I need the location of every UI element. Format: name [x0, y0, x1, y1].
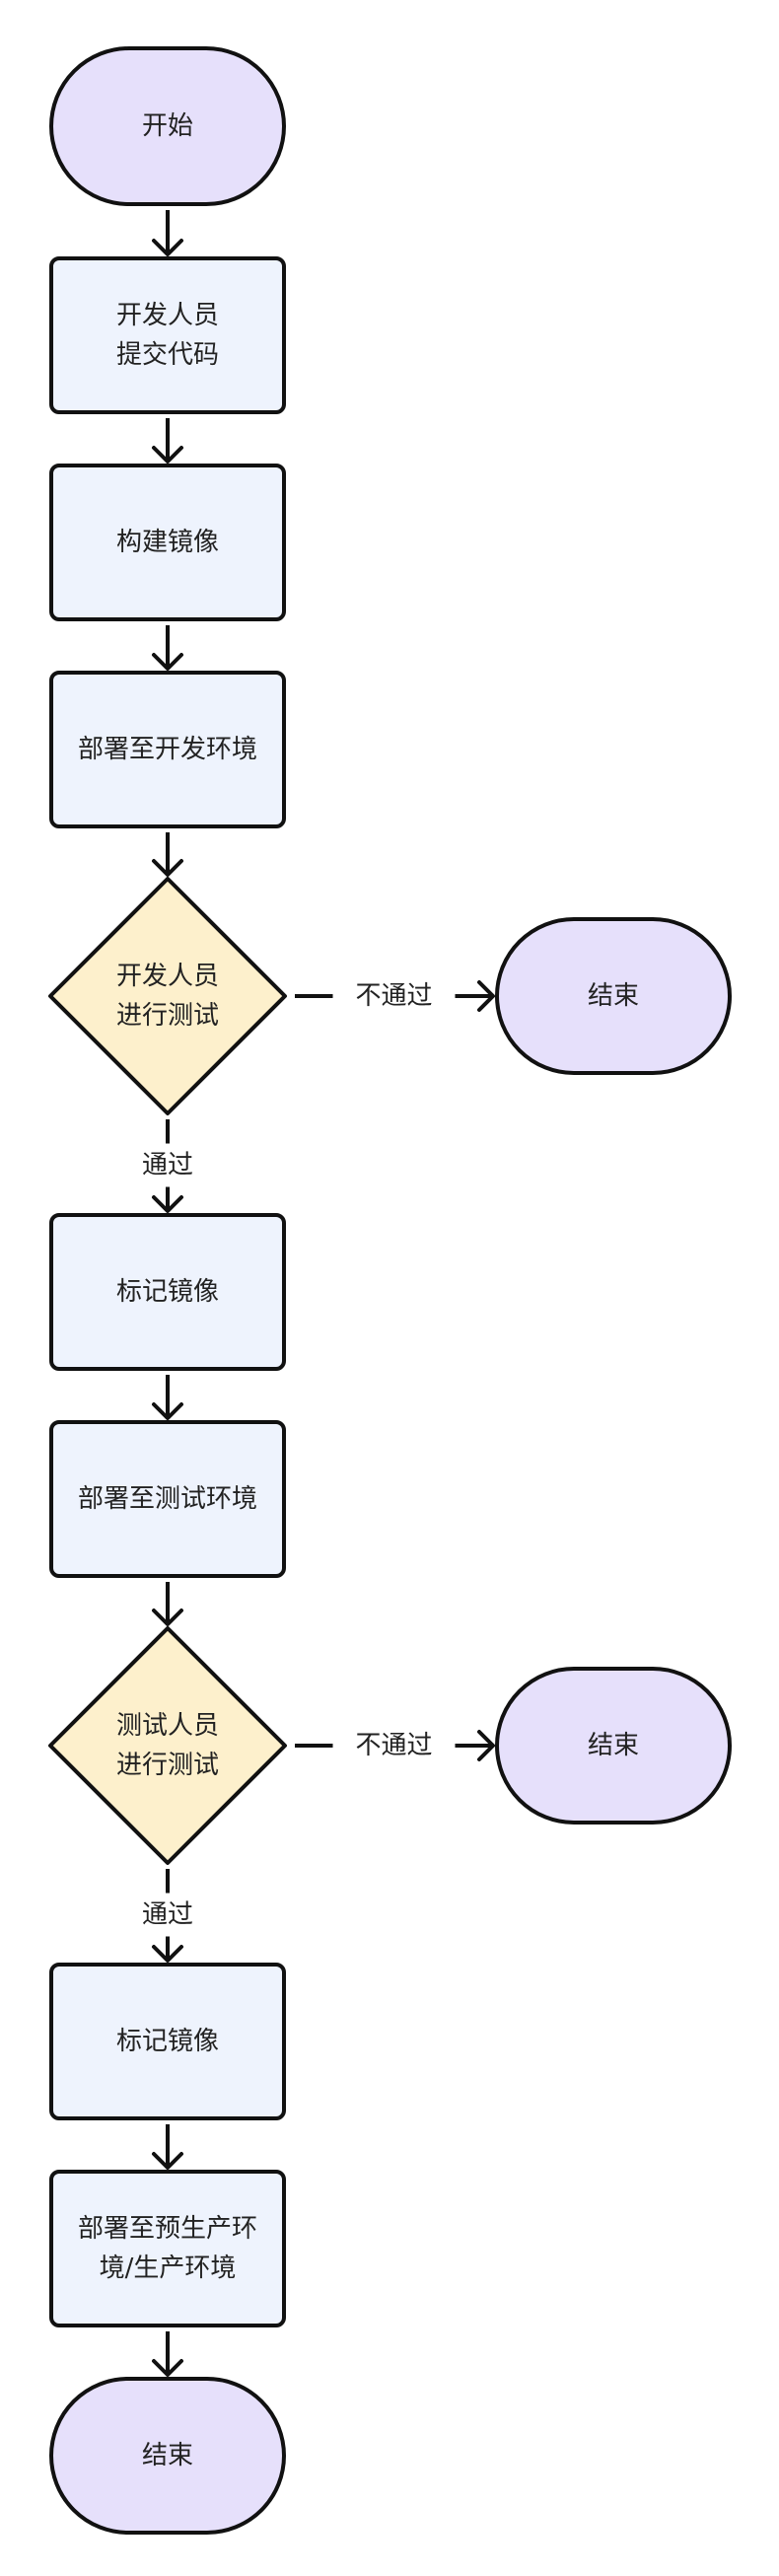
node-deploy-test: 部署至测试环境 — [49, 1420, 286, 1578]
node-label-line: 部署至开发环境 — [78, 735, 257, 764]
edge-start-to-dev_commit — [152, 210, 183, 256]
node-start: 开始 — [49, 46, 286, 206]
arrow-head — [477, 1730, 495, 1761]
node-label-line: 测试人员 — [116, 1711, 219, 1741]
arrow-head — [152, 1402, 183, 1420]
node-label-line: 开发人员 — [116, 301, 219, 330]
edge-deploy_prod-to-end — [152, 2331, 183, 2377]
node-label-line: 结束 — [588, 1731, 639, 1760]
decision-diamond — [48, 1626, 287, 1865]
edge-label: 通过 — [142, 1900, 193, 1930]
nodes-layer: 开始开发人员提交代码构建镜像部署至开发环境开发人员进行测试结束标记镜像部署至测试… — [48, 46, 732, 2535]
arrow-head — [152, 446, 183, 464]
arrow-head — [477, 980, 495, 1012]
node-tag-image-1: 标记镜像 — [49, 1213, 286, 1371]
arrow-head — [152, 1609, 183, 1626]
edge-qa_test-to-tag_image_2: 通过 — [142, 1869, 193, 1963]
edge-dev_test-to-end_dev_fail: 不通过 — [295, 980, 495, 1012]
edge-deploy_test-to-qa_test — [152, 1582, 183, 1626]
edge-label: 不通过 — [355, 981, 432, 1011]
node-label-line: 部署至预生产环 — [78, 2214, 257, 2244]
edge-tag_image_2-to-deploy_prod — [152, 2124, 183, 2170]
node-end: 结束 — [49, 2377, 286, 2535]
edge-build_image-to-deploy_dev — [152, 625, 183, 671]
node-label-line: 提交代码 — [116, 340, 219, 370]
edge-label: 通过 — [142, 1151, 193, 1181]
node-end-dev-fail: 结束 — [495, 917, 732, 1075]
arrow-head — [152, 2152, 183, 2170]
node-label-line: 开发人员 — [116, 962, 219, 991]
node-label-line: 开始 — [142, 111, 193, 141]
process-box — [49, 2170, 286, 2327]
edge-qa_test-to-end_qa_fail: 不通过 — [295, 1730, 495, 1761]
node-tag-image-2: 标记镜像 — [49, 1963, 286, 2120]
node-build-image: 构建镜像 — [49, 464, 286, 621]
node-label-line: 构建镜像 — [116, 528, 219, 557]
node-label-line: 结束 — [142, 2441, 193, 2470]
node-label-line: 进行测试 — [116, 1751, 219, 1780]
terminal-shape — [49, 2377, 286, 2535]
edge-deploy_dev-to-dev_test — [152, 832, 183, 877]
arrow-head — [152, 653, 183, 671]
arrow-head — [152, 859, 183, 877]
node-label-line: 标记镜像 — [116, 1277, 219, 1307]
arrow-head — [152, 2359, 183, 2377]
decision-diamond — [48, 877, 287, 1115]
node-label-line: 结束 — [588, 981, 639, 1011]
arrow-head — [152, 1195, 183, 1213]
node-label-line: 部署至测试环境 — [78, 1484, 257, 1514]
terminal-shape — [49, 46, 286, 206]
node-label-line: 进行测试 — [116, 1001, 219, 1031]
process-box — [49, 256, 286, 414]
terminal-shape — [495, 1667, 732, 1825]
process-box — [49, 1213, 286, 1371]
node-label-line: 境/生产环境 — [100, 2254, 237, 2283]
arrow-head — [152, 1945, 183, 1963]
process-box — [49, 464, 286, 621]
edge-dev_commit-to-build_image — [152, 418, 183, 464]
node-label-line: 标记镜像 — [116, 2027, 219, 2056]
process-box — [49, 1963, 286, 2120]
process-box — [49, 671, 286, 828]
edge-dev_test-to-tag_image_1: 通过 — [142, 1119, 193, 1213]
arrow-head — [152, 239, 183, 256]
process-box — [49, 1420, 286, 1578]
node-end-qa-fail: 结束 — [495, 1667, 732, 1825]
terminal-shape — [495, 917, 732, 1075]
edge-tag_image_1-to-deploy_test — [152, 1375, 183, 1420]
edge-label: 不通过 — [355, 1731, 432, 1760]
node-deploy-dev: 部署至开发环境 — [49, 671, 286, 828]
